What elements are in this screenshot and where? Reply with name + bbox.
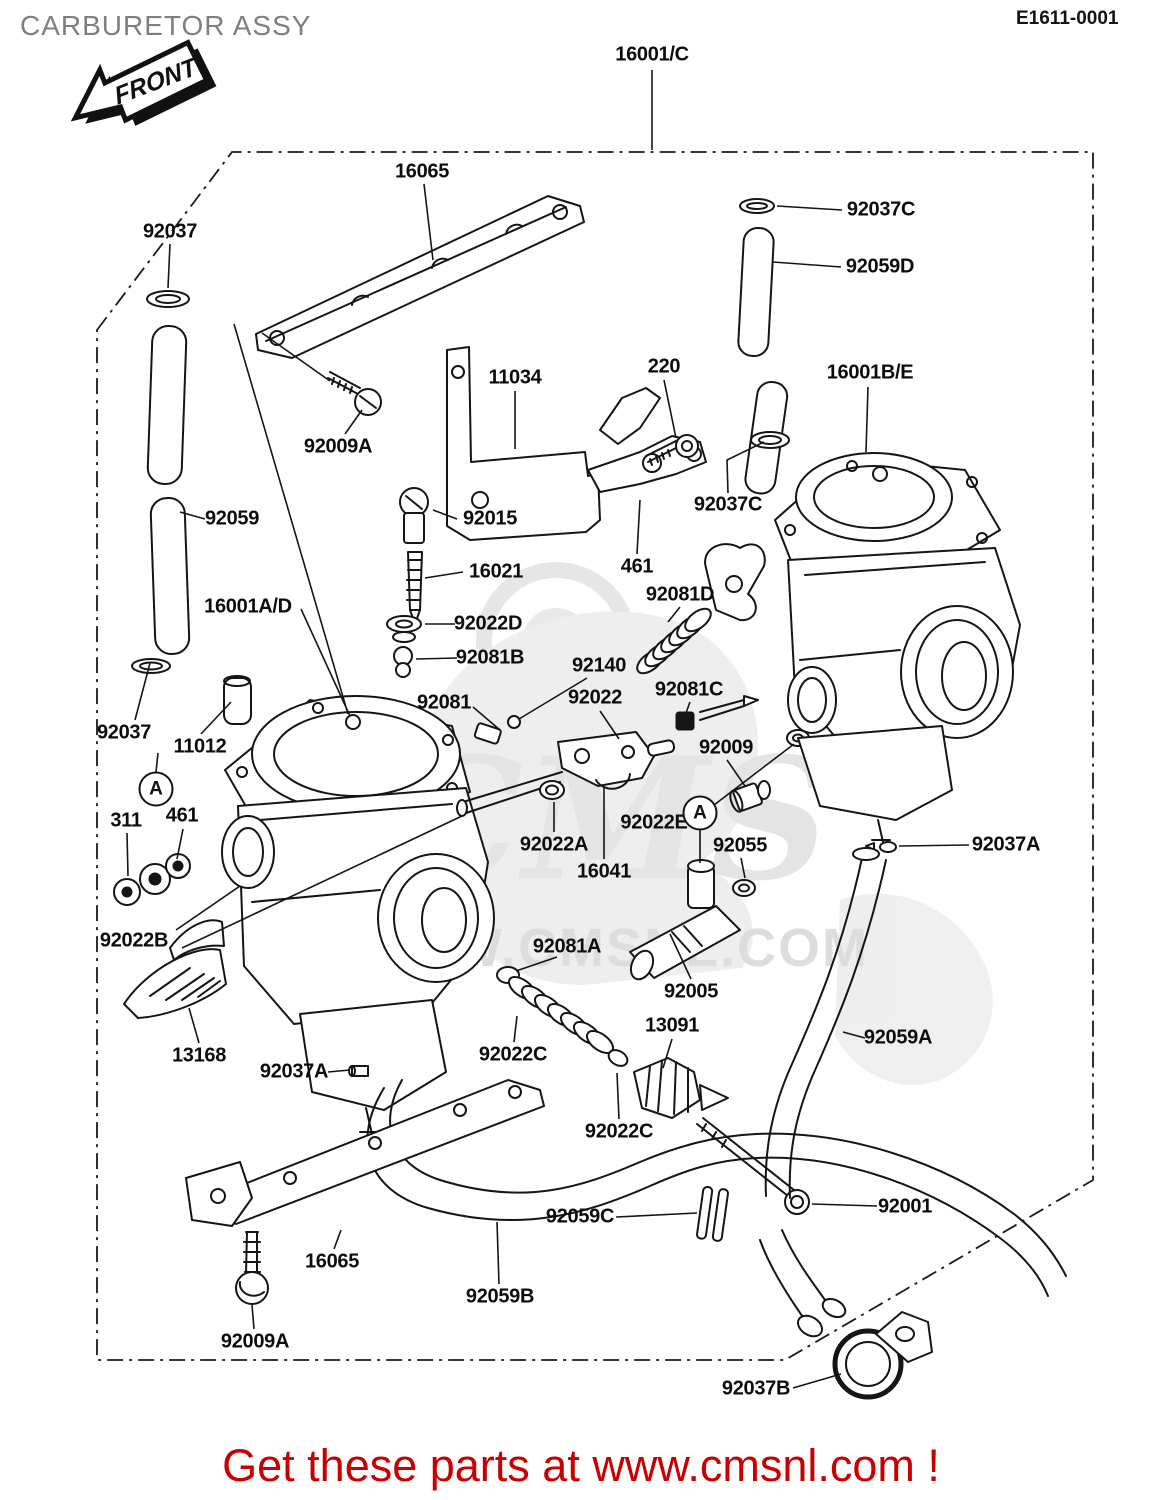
t-fitting-92005 [629,859,756,981]
part-label-92059a[interactable]: 92059A [863,1026,933,1049]
carburetor-right [774,452,1021,853]
part-label-92059b[interactable]: 92059B [465,1285,535,1308]
part-label-92059c[interactable]: 92059C [545,1205,615,1228]
part-label-11034[interactable]: 11034 [488,366,542,389]
choke-plunger-stack [386,487,429,678]
part-label-92005[interactable]: 92005 [663,980,719,1003]
part-label-16001a-d[interactable]: 16001A/D [204,595,292,618]
part-label-92081c[interactable]: 92081C [654,678,724,701]
screw-92009a-top [327,371,382,416]
part-label-16041[interactable]: 16041 [576,860,632,883]
part-label-11012[interactable]: 11012 [173,735,227,758]
part-label-461[interactable]: 461 [165,804,199,827]
part-label-16065[interactable]: 16065 [304,1250,360,1273]
part-label-92022c[interactable]: 92022C [584,1120,654,1143]
part-label-92022c[interactable]: 92022C [478,1043,548,1066]
part-label-92059d[interactable]: 92059D [845,255,915,278]
part-label-16065[interactable]: 16065 [394,160,450,183]
part-label-92009a[interactable]: 92009A [220,1330,290,1353]
part-label-92022d[interactable]: 92022D [453,612,523,635]
part-label-92015[interactable]: 92015 [462,507,518,530]
part-label-92140[interactable]: 92140 [571,654,627,677]
part-label-92037a[interactable]: 92037A [971,833,1041,856]
fuel-rail-bottom [185,1079,545,1305]
front-arrow: FRONT [70,39,217,126]
jet-92081c [675,695,771,813]
part-label-92009a[interactable]: 92009A [303,435,373,458]
part-label-92037[interactable]: 92037 [142,220,198,243]
part-label-16001-c[interactable]: 16001/C [615,43,689,66]
clamp-92037b [832,1311,933,1400]
part-label-16001b-e[interactable]: 16001B/E [826,361,914,384]
carburetor-left [221,695,495,1155]
part-label-13168[interactable]: 13168 [171,1044,227,1067]
cms-watermark: CMS WWW.CMSNL.COM [345,562,993,1085]
vent-tubes-left [131,290,191,674]
part-label-92009[interactable]: 92009 [698,736,754,759]
part-label-92022b[interactable]: 92022B [99,929,169,952]
part-label-92081d[interactable]: 92081D [645,583,715,606]
grommets-left [113,853,191,906]
part-label-92081[interactable]: 92081 [416,691,472,714]
spring-92081a-chain [496,966,729,1119]
bolt-220 [645,434,699,466]
throttle-shaft-assembly [456,715,810,817]
part-label-92001[interactable]: 92001 [877,1195,933,1218]
leader-lines [126,70,970,1389]
part-label-311[interactable]: 311 [110,809,142,832]
part-label-92059[interactable]: 92059 [204,507,260,530]
hoses [366,847,1067,1338]
part-label-92081b[interactable]: 92081B [455,646,525,669]
part-label-92037a[interactable]: 92037A [259,1060,329,1083]
part-label-92037c[interactable]: 92037C [693,493,763,516]
ref-marker-a: A [138,771,174,807]
part-label-92022[interactable]: 92022 [567,686,623,709]
part-label-461[interactable]: 461 [620,555,654,578]
part-label-92037[interactable]: 92037 [96,721,152,744]
part-label-220[interactable]: 220 [647,355,681,378]
cap-11012 [223,675,252,725]
fuel-rail-top [255,195,585,359]
part-label-92022e[interactable]: 92022E [620,811,688,834]
part-label-92037b[interactable]: 92037B [721,1377,791,1400]
part-label-13091[interactable]: 13091 [644,1014,700,1037]
page-title: CARBURETOR ASSY [20,10,312,41]
part-label-92055[interactable]: 92055 [712,834,768,857]
part-label-92037c[interactable]: 92037C [846,198,916,221]
spring-92081d [636,543,766,675]
part-label-92022a[interactable]: 92022A [519,833,589,856]
vent-tubes-right [737,198,790,495]
part-label-92081a[interactable]: 92081A [532,935,602,958]
part-label-16021[interactable]: 16021 [468,560,524,583]
document-code: E1611-0001 [1016,8,1119,29]
ref-marker-a: A [682,795,718,831]
assembly-border [96,151,1094,1361]
cmsnl-promo-link[interactable]: Get these parts at www.cmsnl.com ! [222,1440,940,1491]
